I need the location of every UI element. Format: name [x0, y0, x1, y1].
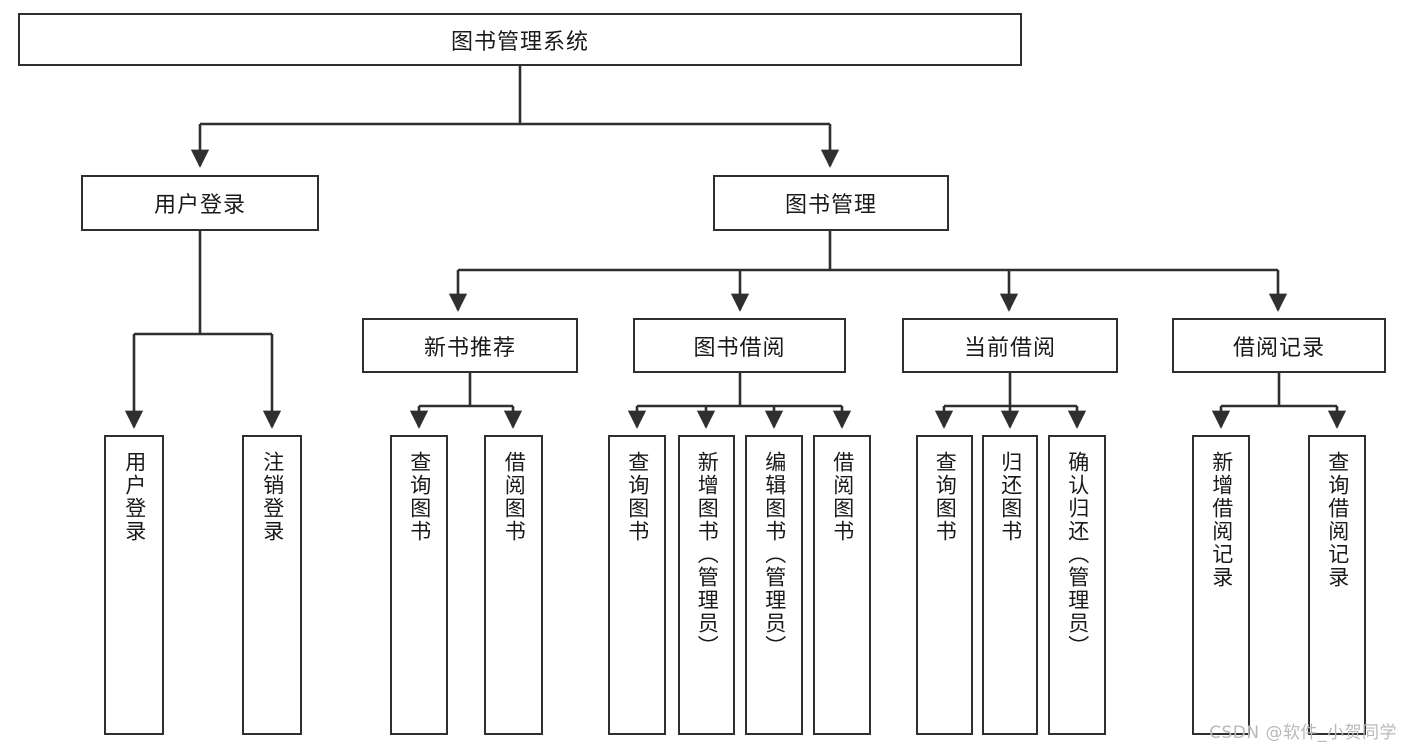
node-level3-3-label: 借阅记录	[1232, 335, 1325, 361]
node-leaf-3[interactable]: 借阅图书	[484, 435, 543, 735]
node-level2-0-label: 用户登录	[153, 193, 246, 218]
node-leaf-1-label: 注销登录	[260, 451, 285, 543]
node-leaf-2-label: 查询图书	[407, 451, 432, 543]
node-root[interactable]: 图书管理系统	[18, 13, 1022, 66]
node-leaf-11[interactable]: 新增借阅记录	[1192, 435, 1250, 735]
node-leaf-4-label: 查询图书	[625, 451, 650, 543]
node-leaf-2[interactable]: 查询图书	[390, 435, 448, 735]
node-level3-2[interactable]: 当前借阅	[902, 318, 1118, 373]
node-leaf-5[interactable]: 新增图书（管理员）	[678, 435, 735, 735]
node-level3-0[interactable]: 新书推荐	[362, 318, 578, 373]
node-leaf-6[interactable]: 编辑图书（管理员）	[745, 435, 803, 735]
node-level2-1-label: 图书管理	[784, 193, 877, 218]
node-leaf-9-label: 归还图书	[998, 451, 1023, 543]
node-leaf-12[interactable]: 查询借阅记录	[1308, 435, 1366, 735]
node-leaf-5-label: 新增图书（管理员）	[695, 451, 720, 658]
node-level2-0[interactable]: 用户登录	[81, 175, 319, 231]
node-level3-0-label: 新书推荐	[423, 335, 516, 361]
node-leaf-8[interactable]: 查询图书	[916, 435, 973, 735]
node-level3-1-label: 图书借阅	[693, 335, 786, 361]
node-leaf-10[interactable]: 确认归还（管理员）	[1048, 435, 1106, 735]
node-leaf-11-label: 新增借阅记录	[1209, 451, 1234, 589]
node-root-label: 图书管理系统	[450, 29, 589, 55]
node-leaf-1[interactable]: 注销登录	[242, 435, 302, 735]
node-leaf-8-label: 查询图书	[933, 451, 958, 543]
node-level2-1[interactable]: 图书管理	[713, 175, 949, 231]
watermark: CSDN @软件_小贺同学	[1209, 723, 1397, 743]
node-leaf-0-label: 用户登录	[122, 451, 147, 543]
node-leaf-12-label: 查询借阅记录	[1325, 451, 1350, 589]
node-level3-1[interactable]: 图书借阅	[633, 318, 846, 373]
node-level3-2-label: 当前借阅	[963, 335, 1056, 361]
node-level3-3[interactable]: 借阅记录	[1172, 318, 1386, 373]
node-leaf-0[interactable]: 用户登录	[104, 435, 164, 735]
node-leaf-7[interactable]: 借阅图书	[813, 435, 871, 735]
node-leaf-10-label: 确认归还（管理员）	[1065, 451, 1090, 658]
node-leaf-9[interactable]: 归还图书	[982, 435, 1038, 735]
node-leaf-4[interactable]: 查询图书	[608, 435, 666, 735]
node-leaf-6-label: 编辑图书（管理员）	[762, 451, 787, 658]
node-leaf-3-label: 借阅图书	[502, 451, 527, 543]
node-leaf-7-label: 借阅图书	[830, 451, 855, 543]
